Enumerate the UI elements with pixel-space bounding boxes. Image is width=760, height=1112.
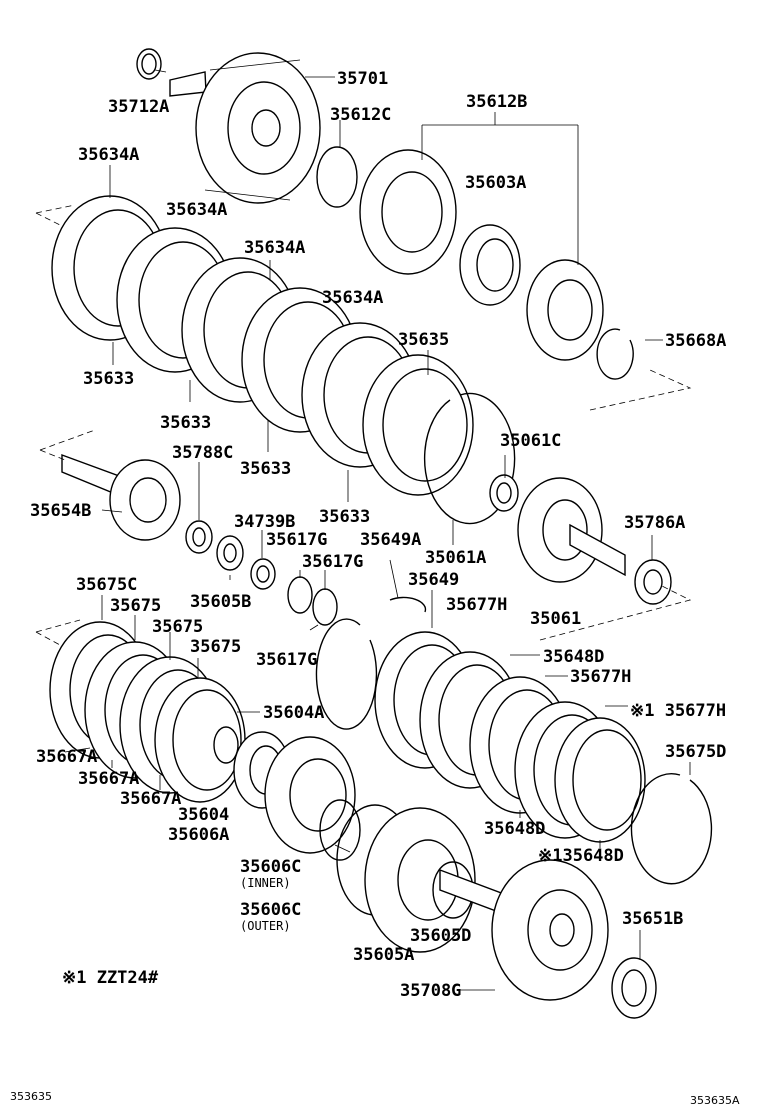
part-label-35605A: 35605A <box>353 945 414 965</box>
part-label-35061A: 35061A <box>425 548 486 568</box>
part-label-35605D: 35605D <box>410 926 471 946</box>
part-label-35651B: 35651B <box>622 909 683 929</box>
part-label-35786A: 35786A <box>624 513 685 533</box>
part-label-35675D: 35675D <box>665 742 726 762</box>
parts-illustration <box>49 48 713 1019</box>
part-label-35675-2: 35675 <box>152 617 203 637</box>
part-label-35633-2: 35633 <box>160 413 211 433</box>
part-label-35634A-1: 35634A <box>78 145 139 165</box>
part-label-35649A: 35649A <box>360 530 421 550</box>
footer-right-code: 353635A <box>690 1094 740 1107</box>
part-label-35677H-1: 35677H <box>446 595 507 615</box>
part-label-35675C: 35675C <box>76 575 137 595</box>
part-label-35667A-3: 35667A <box>120 789 181 809</box>
part-label-35612C: 35612C <box>330 105 391 125</box>
part-label-35634A-4: 35634A <box>322 288 383 308</box>
part-label-35675-1: 35675 <box>110 596 161 616</box>
part-label-35667A-2: 35667A <box>78 769 139 789</box>
part-label-35634A-2: 35634A <box>166 200 227 220</box>
part-label-35604A: 35604A <box>263 703 324 723</box>
part-label-35677H-3: ※1 35677H <box>630 701 726 721</box>
part-label-35604: 35604 <box>178 805 229 825</box>
part-label-35634A-3: 35634A <box>244 238 305 258</box>
part-label-35606C-outer: 35606C <box>240 900 301 920</box>
part-label-35606C-inner: 35606C <box>240 857 301 877</box>
part-label-35633-1: 35633 <box>83 369 134 389</box>
part-label-35788C: 35788C <box>172 443 233 463</box>
part-label-35617G-2: 35617G <box>302 552 363 572</box>
part-label-35617G-1: 35617G <box>266 530 327 550</box>
part-label-35617G-3: 35617G <box>256 650 317 670</box>
part-label-35603A: 35603A <box>465 173 526 193</box>
part-label-35667A-1: 35667A <box>36 747 97 767</box>
part-label-35633-3: 35633 <box>240 459 291 479</box>
footer-left-code: 353635 <box>10 1090 52 1103</box>
part-label-35668A: 35668A <box>665 331 726 351</box>
leader-lines <box>35 69 692 991</box>
part-label-35612B: 35612B <box>466 92 527 112</box>
part-label-35648D-1: 35648D <box>543 647 604 667</box>
part-label-35606A: 35606A <box>168 825 229 845</box>
part-label-35648D-2: 35648D <box>484 819 545 839</box>
part-label-35606C-inner-sub: (INNER) <box>240 876 291 890</box>
part-label-35633-4: 35633 <box>319 507 370 527</box>
part-label-35605B: 35605B <box>190 592 251 612</box>
part-label-35708G: 35708G <box>400 981 461 1001</box>
part-label-34739B: 34739B <box>234 512 295 532</box>
part-label-35606C-outer-sub: (OUTER) <box>240 919 291 933</box>
part-label-35677H-2: 35677H <box>570 667 631 687</box>
part-label-35061C: 35061C <box>500 431 561 451</box>
part-label-35712A: 35712A <box>108 97 169 117</box>
part-labels: 35701 35712A 35612C 35612B 35603A 35634A… <box>30 69 726 1001</box>
part-label-35675-3: 35675 <box>190 637 241 657</box>
part-label-35061: 35061 <box>530 609 581 629</box>
part-label-35654B: 35654B <box>30 501 91 521</box>
model-footnote: ※1 ZZT24# <box>62 968 159 988</box>
part-label-35701: 35701 <box>337 69 388 89</box>
part-label-35648D-3: ※135648D <box>538 846 624 866</box>
part-label-35635: 35635 <box>398 330 449 350</box>
part-label-35649: 35649 <box>408 570 459 590</box>
